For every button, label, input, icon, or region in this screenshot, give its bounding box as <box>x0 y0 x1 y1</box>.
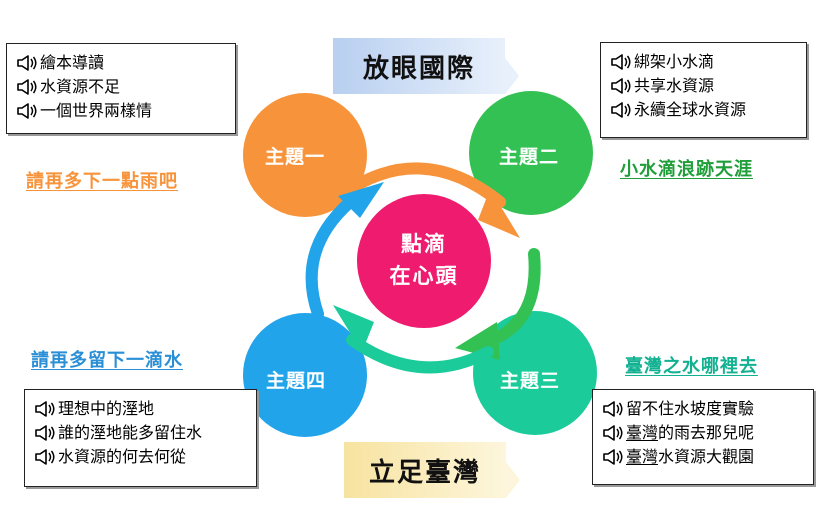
speaker-icon <box>35 425 55 441</box>
list-item: 臺灣的雨去那兒呢 <box>601 421 805 445</box>
banner-top-tail <box>505 58 519 94</box>
list-item: 水資源的何去何從 <box>33 445 248 469</box>
speaker-icon <box>611 102 631 118</box>
cycle-arrow-left <box>305 182 384 320</box>
speaker-icon <box>611 54 631 70</box>
box-theme-one: 繪本導讀 水資源不足 一個世界兩樣情 <box>6 43 236 134</box>
list-item-text: 留不住水坡度實驗 <box>626 399 755 418</box>
list-item-text: 一個世界兩樣情 <box>40 101 153 120</box>
list-item-text: 水資源的何去何從 <box>58 447 187 466</box>
list-item-text: 永續全球水資源 <box>634 100 747 119</box>
center-line-1: 點滴 <box>401 231 447 256</box>
list-item: 永續全球水資源 <box>609 98 798 122</box>
list-item: 水資源不足 <box>15 75 227 99</box>
speaker-icon <box>17 103 37 119</box>
cycle-arrow-bottom <box>333 305 494 374</box>
list-item: 誰的溼地能多留住水 <box>33 421 248 445</box>
list-item-text: 繪本導讀 <box>40 53 105 72</box>
list-item: 一個世界兩樣情 <box>15 99 227 123</box>
list-item: 繪本導讀 <box>15 51 227 75</box>
subtitle-one: 請再多下一點雨吧 <box>26 171 178 192</box>
center-line-2: 在心頭 <box>389 263 459 288</box>
speaker-icon <box>603 425 623 441</box>
list-item: 理想中的溼地 <box>33 397 248 421</box>
box-theme-four: 理想中的溼地 誰的溼地能多留住水 水資源的何去何從 <box>24 389 257 487</box>
box-theme-three: 留不住水坡度實驗 臺灣的雨去那兒呢 臺灣水資源大觀園 <box>592 389 814 485</box>
theme-two-circle <box>469 91 593 215</box>
cycle-arrow-top <box>334 162 520 238</box>
subtitle-four: 請再多留下一滴水 <box>31 350 183 371</box>
banner-bottom: 立足臺灣 <box>344 442 506 498</box>
list-item-text: 水資源大觀園 <box>658 447 755 466</box>
list-item-text: 誰的溼地能多留住水 <box>58 423 203 442</box>
list-item-text: 理想中的溼地 <box>58 399 155 418</box>
theme-two-label: 主題二 <box>499 146 560 168</box>
list-item-text: 的雨去那兒呢 <box>658 423 755 442</box>
banner-bottom-text: 立足臺灣 <box>368 457 481 488</box>
banner-bottom-tail <box>506 462 520 498</box>
banner-top-text: 放眼國際 <box>362 53 475 84</box>
speaker-icon <box>603 401 623 417</box>
list-item: 臺灣水資源大觀園 <box>601 445 805 469</box>
subtitle-three: 臺灣之水哪裡去 <box>625 356 758 377</box>
speaker-icon <box>35 401 55 417</box>
list-item: 共享水資源 <box>609 74 798 98</box>
theme-three-circle <box>473 311 597 435</box>
theme-one-circle <box>243 93 367 217</box>
speaker-icon <box>35 449 55 465</box>
speaker-icon <box>17 79 37 95</box>
speaker-icon <box>17 55 37 71</box>
speaker-icon <box>611 78 631 94</box>
list-item-place: 臺灣 <box>626 423 659 442</box>
theme-four-label: 主題四 <box>266 370 327 392</box>
center-text: 點滴 在心頭 <box>374 228 474 292</box>
list-item-text: 綁架小水滴 <box>634 52 715 71</box>
box-theme-two: 綁架小水滴 共享水資源 永續全球水資源 <box>600 42 807 138</box>
subtitle-two: 小水滴浪跡天涯 <box>620 159 753 180</box>
list-item: 留不住水坡度實驗 <box>601 397 805 421</box>
list-item-place: 臺灣 <box>626 447 659 466</box>
theme-one-label: 主題一 <box>265 146 326 168</box>
list-item-text: 水資源不足 <box>40 77 121 96</box>
banner-top: 放眼國際 <box>333 38 505 94</box>
list-item-text: 共享水資源 <box>634 76 715 95</box>
speaker-icon <box>603 449 623 465</box>
theme-four-circle <box>243 313 367 437</box>
center-circle <box>357 194 491 328</box>
list-item: 綁架小水滴 <box>609 50 798 74</box>
theme-three-label: 主題三 <box>500 370 561 392</box>
